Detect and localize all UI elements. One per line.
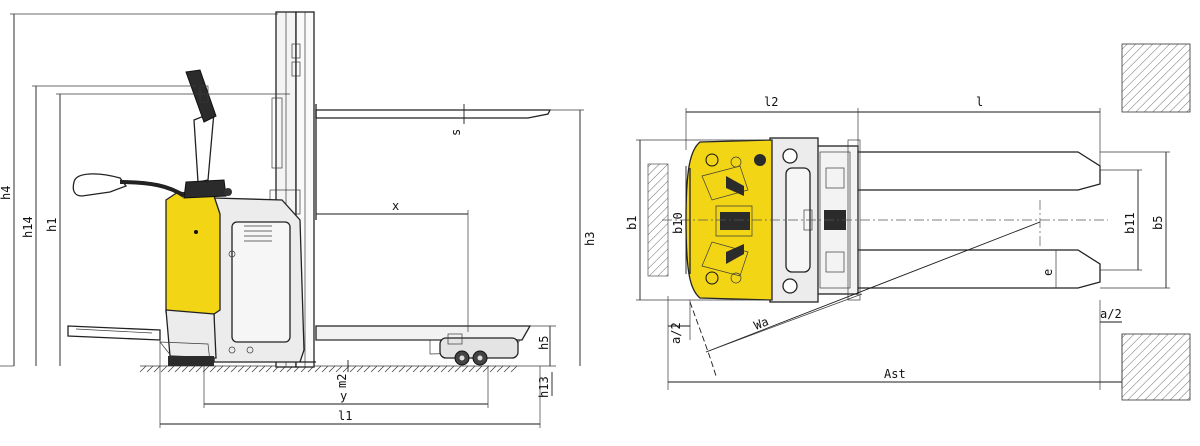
label-b5: b5 bbox=[1151, 216, 1165, 230]
label-e: e bbox=[1041, 269, 1055, 276]
label-y: y bbox=[340, 389, 347, 403]
label-h14: h14 bbox=[21, 216, 35, 238]
top-dimension-labels: l2 l b1 b10 b11 b5 e a/2 a/2 Wa Ast bbox=[625, 95, 1165, 381]
operator-console bbox=[159, 191, 221, 363]
label-l: l bbox=[976, 95, 983, 109]
side-view: h4 h14 h1 h3 s x h5 m2 h13 y l1 bbox=[0, 11, 597, 428]
turning-geometry bbox=[667, 221, 1122, 390]
wall-top-right bbox=[1121, 43, 1191, 113]
label-wa: Wa bbox=[752, 314, 771, 332]
label-m2: m2 bbox=[335, 374, 349, 388]
label-ast: Ast bbox=[884, 367, 906, 381]
wall-bottom-right bbox=[1121, 333, 1191, 401]
side-dimension-labels: h4 h14 h1 h3 s x h5 m2 h13 y l1 bbox=[0, 129, 597, 423]
drive-wheel bbox=[168, 356, 214, 366]
label-s: s bbox=[449, 129, 463, 136]
side-dimension-lines bbox=[0, 13, 584, 428]
label-l1: l1 bbox=[338, 409, 352, 423]
label-a2-left: a/2 bbox=[669, 322, 683, 344]
label-h1: h1 bbox=[45, 218, 59, 232]
label-b10: b10 bbox=[671, 212, 685, 234]
label-x: x bbox=[392, 199, 399, 213]
label-h13: h13 bbox=[537, 376, 551, 398]
chassis bbox=[213, 197, 316, 363]
label-h5: h5 bbox=[537, 336, 551, 350]
operator-platform bbox=[67, 325, 161, 341]
ground-hatch bbox=[139, 365, 520, 373]
top-forks bbox=[855, 151, 1101, 289]
label-b11: b11 bbox=[1123, 212, 1137, 234]
tiller-arm bbox=[183, 69, 232, 199]
label-h3: h3 bbox=[583, 232, 597, 246]
raised-forks bbox=[315, 104, 552, 220]
label-b1: b1 bbox=[625, 216, 639, 230]
label-a2-right: a/2 bbox=[1100, 307, 1122, 321]
top-view: l2 l b1 b10 b11 b5 e a/2 a/2 Wa Ast bbox=[625, 43, 1191, 401]
load-wheels bbox=[439, 333, 519, 366]
label-l2: l2 bbox=[764, 95, 778, 109]
top-dimension-lines bbox=[636, 108, 1170, 388]
handrail bbox=[72, 173, 186, 198]
label-h4: h4 bbox=[0, 186, 13, 200]
